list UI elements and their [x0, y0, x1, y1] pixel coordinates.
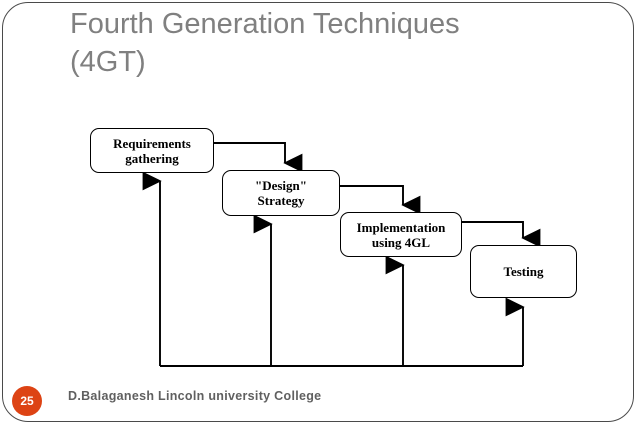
- process-box-testing: Testing: [470, 245, 577, 298]
- connector-requirements-to-design: [214, 142, 303, 173]
- process-box-implementation-using-4gl: Implementation using 4GL: [340, 212, 462, 257]
- process-box-requirements-gathering: Requirements gathering: [90, 128, 214, 173]
- footer-attribution: D.Balaganesh Lincoln university College: [68, 389, 322, 403]
- connector-implementation-to-testing: [462, 221, 541, 248]
- connector-design-to-implementation: [340, 185, 421, 215]
- page-title: Fourth Generation Techniques (4GT): [70, 8, 460, 78]
- process-box-design-strategy: "Design" Strategy: [222, 170, 340, 216]
- page-number-badge: 25: [12, 386, 42, 416]
